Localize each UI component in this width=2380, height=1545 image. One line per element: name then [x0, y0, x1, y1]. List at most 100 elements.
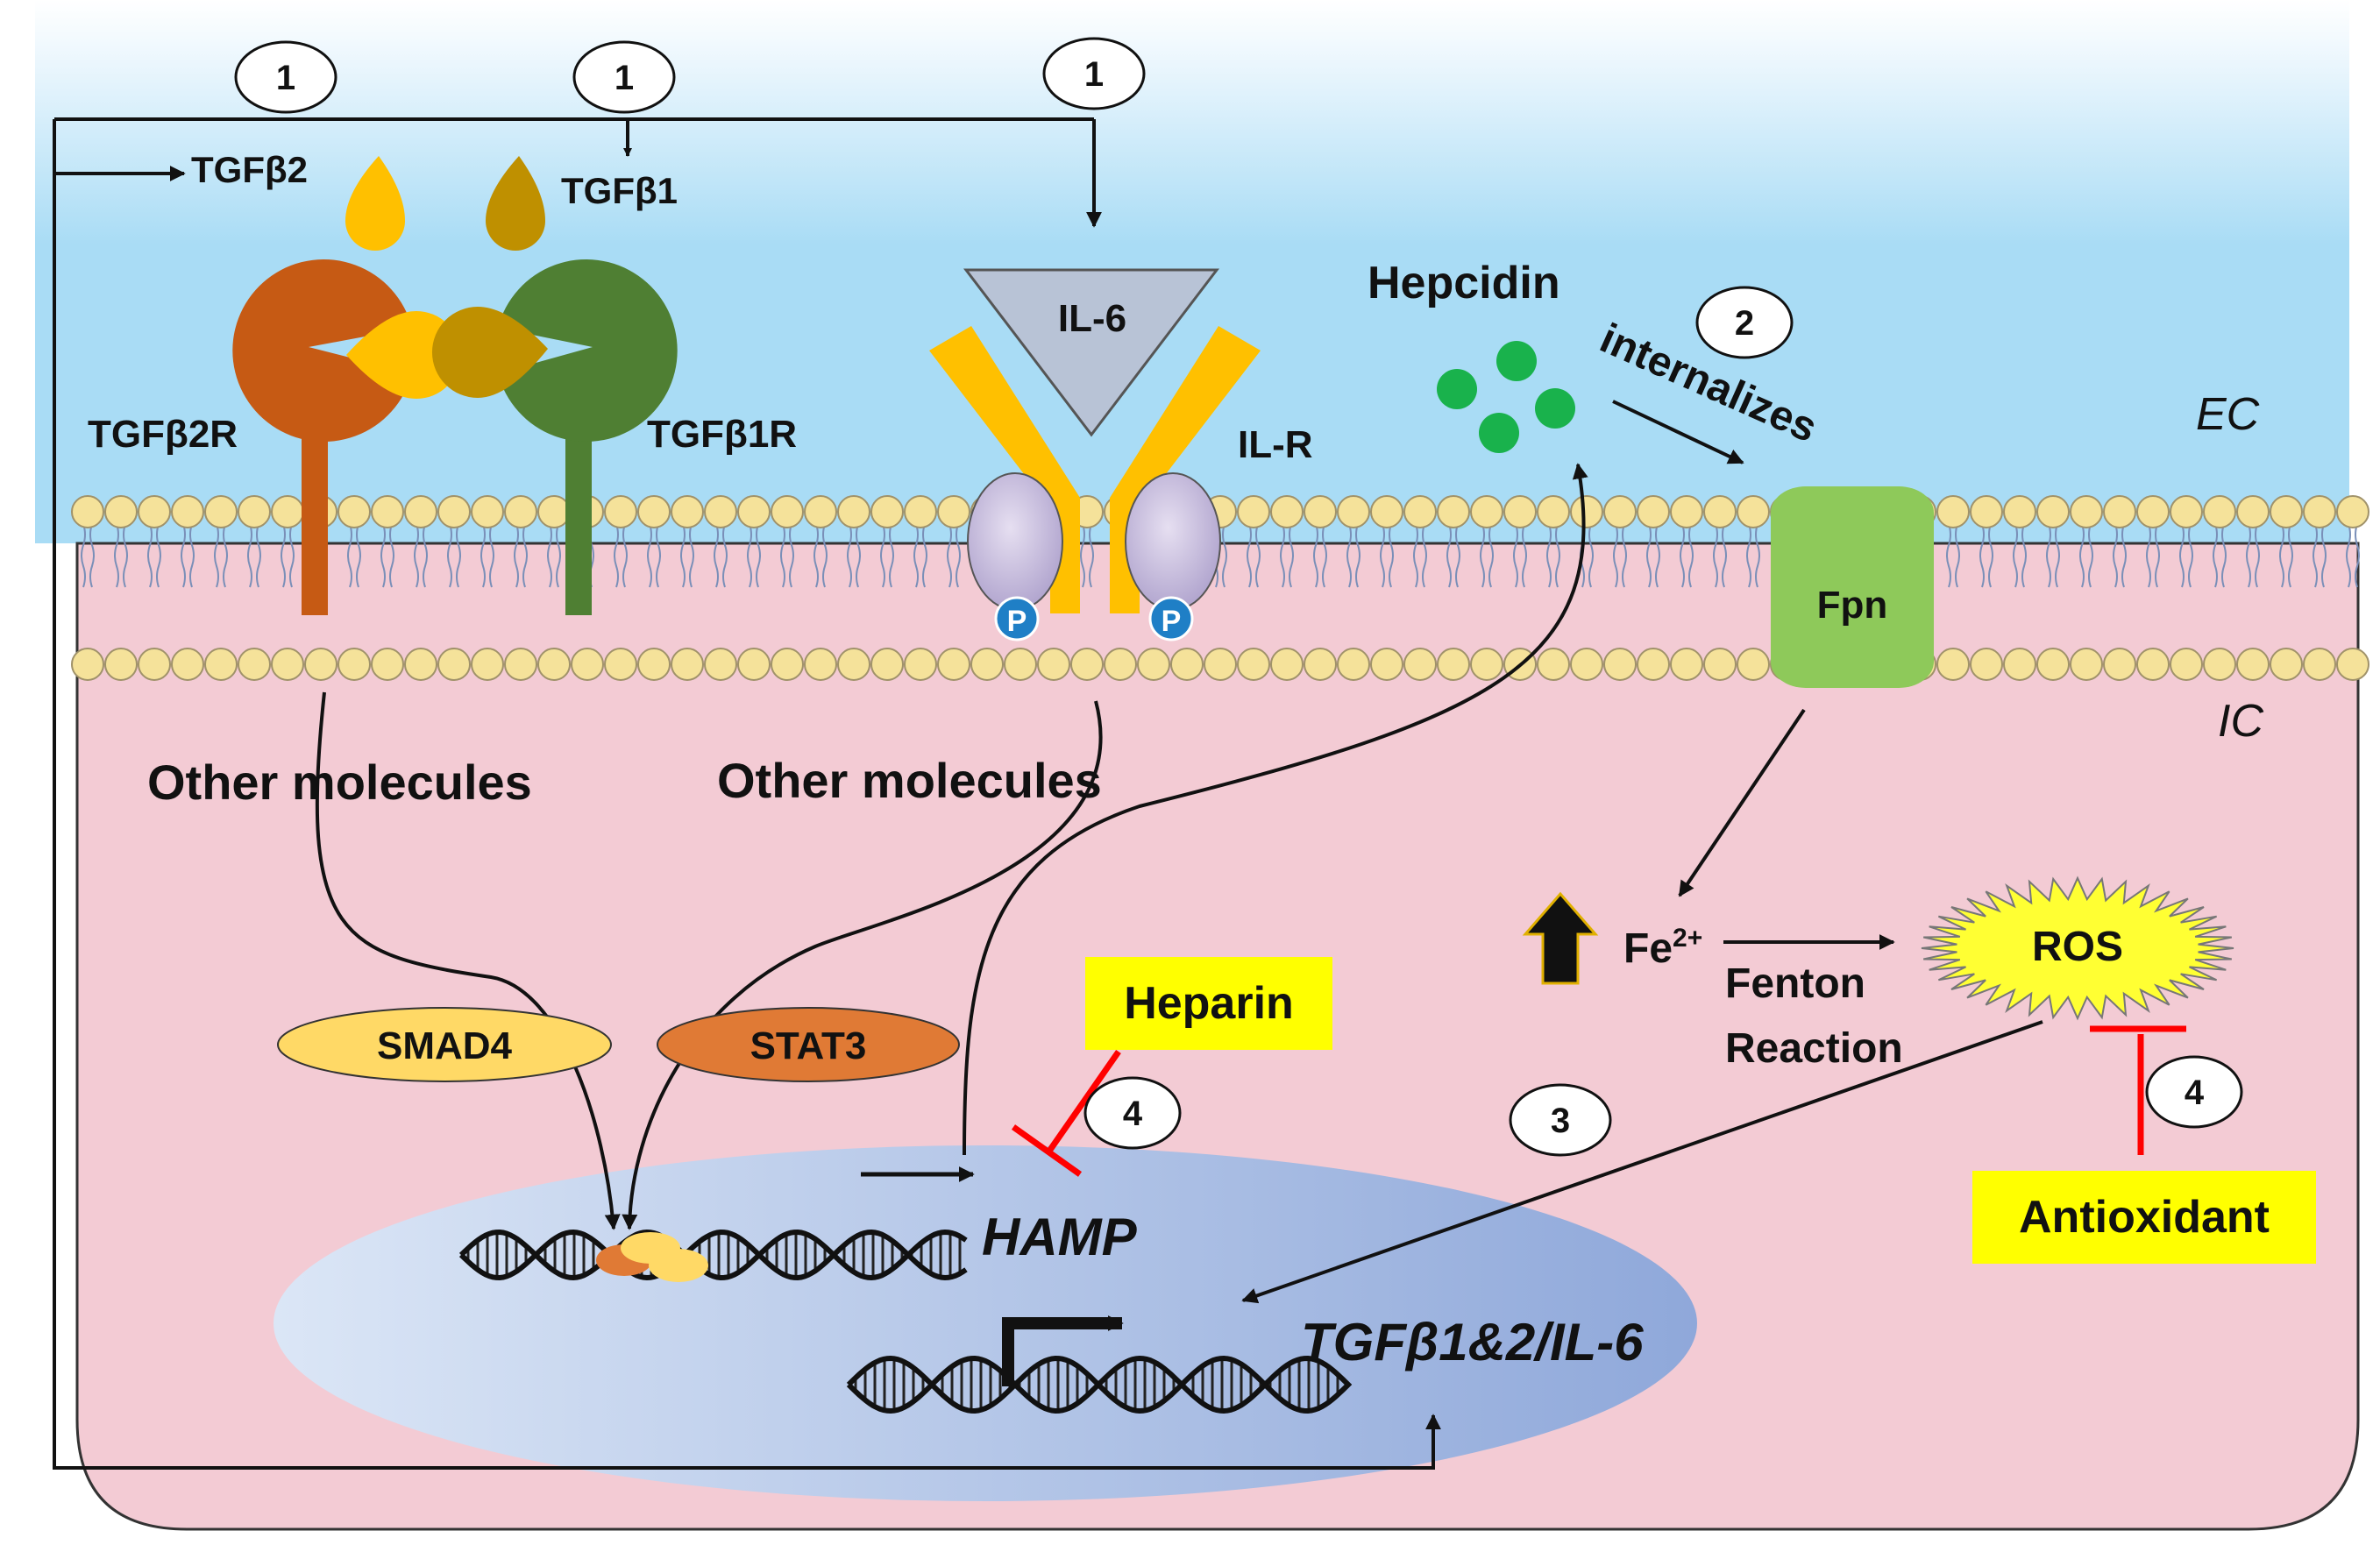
lipid-tails — [847, 523, 861, 588]
phospho-right: P — [1148, 596, 1194, 641]
lipid-head — [171, 495, 204, 528]
hepcidin-label: Hepcidin — [1368, 258, 1560, 308]
lipid-head — [504, 648, 537, 681]
lipid-tails — [347, 523, 361, 588]
lipid-head — [2236, 495, 2270, 528]
lipid-tails — [2213, 523, 2227, 588]
svg-text:P: P — [1162, 605, 1182, 638]
lipid-head — [704, 495, 737, 528]
lipid-head — [1936, 495, 1970, 528]
lipid-head — [1137, 648, 1170, 681]
lipid-tails — [2313, 523, 2327, 588]
step-marker-1c: 1 — [1042, 37, 1146, 110]
lipid-head — [437, 648, 471, 681]
fenton-label-1: Fenton — [1725, 960, 1865, 1007]
lipid-head — [704, 648, 737, 681]
tgfb2-receptor — [232, 259, 412, 615]
antioxidant-inhibit-bar — [2090, 1025, 2186, 1155]
lipid-head — [604, 648, 637, 681]
svg-text:SMAD4: SMAD4 — [377, 1024, 513, 1067]
lipid-head — [771, 648, 804, 681]
svg-text:2: 2 — [1735, 304, 1754, 343]
lipid-head — [837, 495, 870, 528]
tgfb2-label: TGFβ2 — [191, 149, 308, 190]
lipid-head — [371, 648, 404, 681]
svg-text:3: 3 — [1551, 1102, 1570, 1140]
lipid-head — [904, 648, 937, 681]
lipid-head — [1470, 495, 1503, 528]
lipid-head — [970, 648, 1004, 681]
lipid-head — [204, 495, 238, 528]
lipid-head — [2036, 495, 2070, 528]
lipid-head — [337, 648, 371, 681]
signal-curves — [315, 463, 1588, 1230]
lipid-head — [2003, 648, 2036, 681]
lipid-tails — [214, 523, 228, 588]
lipid-head — [271, 495, 304, 528]
lipid-tails — [1979, 523, 1993, 588]
lipid-head — [471, 648, 504, 681]
lipid-head — [1337, 495, 1370, 528]
svg-text:4: 4 — [1123, 1095, 1143, 1133]
lipid-head — [104, 495, 138, 528]
lipid-tails — [1713, 523, 1727, 588]
lipid-tails — [1313, 523, 1327, 588]
step-marker-1b: 1 — [572, 40, 676, 114]
lipid-tails — [247, 523, 261, 588]
lipid-head — [1437, 495, 1470, 528]
lipid-head — [404, 495, 437, 528]
lipid-head — [238, 495, 271, 528]
lipid-tails — [1646, 523, 1660, 588]
lipid-head — [937, 495, 970, 528]
lipid-tails — [514, 523, 528, 588]
lipid-tails — [1446, 523, 1460, 588]
lipid-tails — [780, 523, 794, 588]
tgfb1-label: TGFβ1 — [561, 170, 678, 211]
step-marker-3: 3 — [1509, 1083, 1612, 1157]
lipid-head — [1403, 648, 1437, 681]
lipid-head — [1737, 495, 1770, 528]
lipid-head — [1470, 648, 1503, 681]
smad4: SMAD4 — [277, 1007, 612, 1082]
lipid-head — [804, 648, 837, 681]
lipid-tails — [614, 523, 628, 588]
tss-arrow — [1002, 1315, 1124, 1386]
lipid-tails — [680, 523, 694, 588]
lipid-head — [1570, 495, 1603, 528]
lipid-head — [1304, 495, 1337, 528]
lipid-tails — [547, 523, 561, 588]
lipid-tails — [2146, 523, 2160, 588]
svg-text:IL-6: IL-6 — [1058, 297, 1126, 340]
tgfb1-ligand — [486, 156, 545, 251]
svg-text:ROS: ROS — [2032, 924, 2123, 970]
lipid-head — [1204, 648, 1237, 681]
bound-tgfb2-ligand — [346, 310, 461, 400]
lipid-tails — [1480, 523, 1494, 588]
lipid-head — [1337, 648, 1370, 681]
ros-to-nucleus-arrow — [1241, 1020, 2043, 1304]
lipid-tails — [2013, 523, 2027, 588]
lipid-tails — [480, 523, 494, 588]
tgfb1-receptor — [498, 259, 678, 615]
lipid-head — [2336, 648, 2369, 681]
lipid-head — [1603, 495, 1637, 528]
lipid-head — [504, 495, 537, 528]
lipid-head — [2303, 495, 2336, 528]
lipid-tails — [2346, 523, 2360, 588]
ic-label: IC — [2218, 696, 2263, 747]
lipid-tails — [2079, 523, 2093, 588]
lipid-tails — [281, 523, 295, 588]
lipid-tails — [1080, 523, 1094, 588]
tgfb2-ligand — [345, 156, 405, 251]
lipid-head — [1670, 648, 1703, 681]
hepcidin-molecules — [1437, 341, 1575, 453]
lipid-tails — [2279, 523, 2293, 588]
lipid-head — [1370, 495, 1403, 528]
lipid-tails — [447, 523, 461, 588]
lipid-head — [1370, 648, 1403, 681]
hamp-label: HAMP — [982, 1208, 1138, 1266]
lipid-head — [71, 648, 104, 681]
lipid-head — [1503, 495, 1537, 528]
lipid-tails — [1613, 523, 1627, 588]
lipid-head — [1970, 648, 2003, 681]
